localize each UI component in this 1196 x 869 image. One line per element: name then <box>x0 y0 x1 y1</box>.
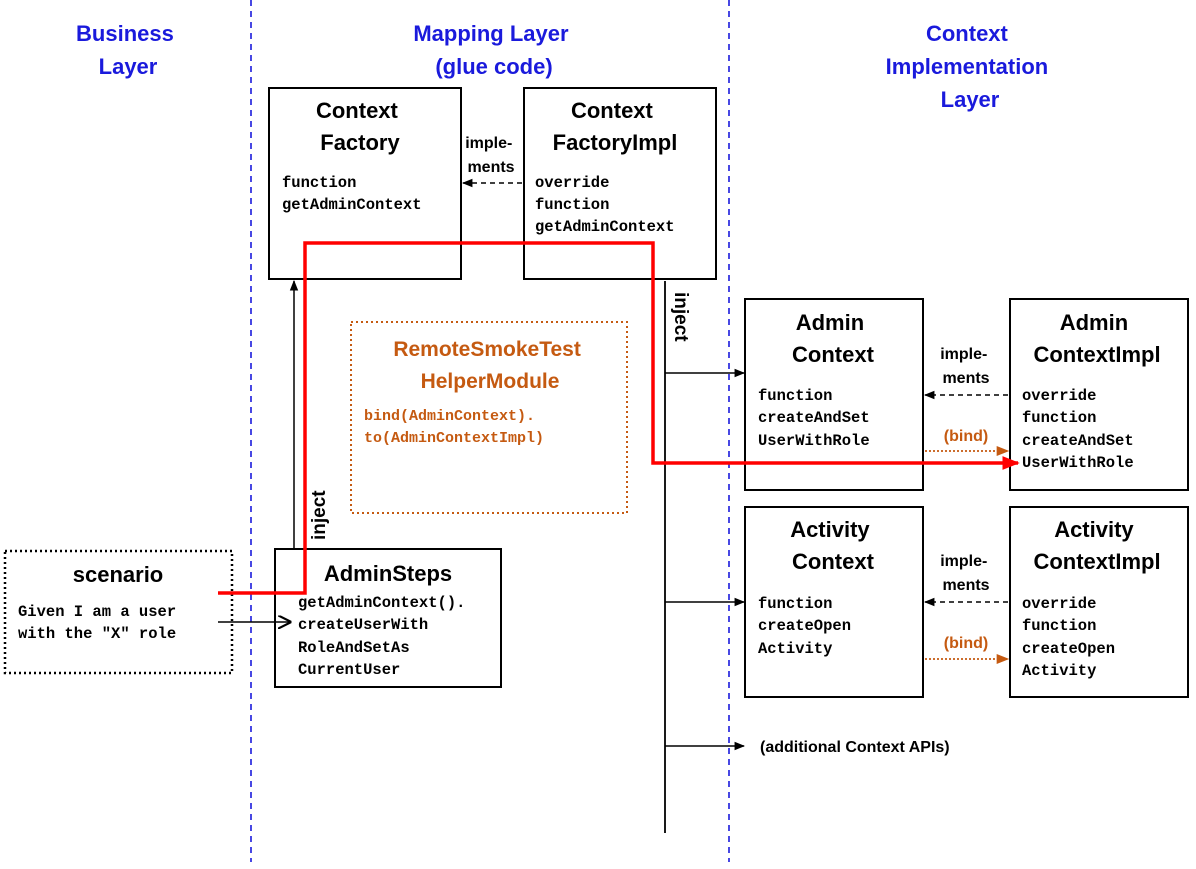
layer-title-mapping: Mapping Layer (glue code) <box>413 21 574 79</box>
remote-smoke-test-module-box: RemoteSmokeTest HelperModule bind(AdminC… <box>350 321 628 514</box>
context-factory-impl-box: Context FactoryImpl override function ge… <box>523 87 717 280</box>
remote-module-title: RemoteSmokeTest HelperModule <box>393 338 586 393</box>
additional-context-apis-label: (additional Context APIs) <box>760 739 950 756</box>
context-factory-box: Context Factory function getAdminContext <box>268 87 462 280</box>
scenario-title: scenario <box>73 562 164 587</box>
admin-steps-code: getAdminContext(). createUserWith RoleAn… <box>298 594 475 679</box>
bind-label-activity: (bind) <box>944 635 988 652</box>
admin-context-box: Admin Context function createAndSet User… <box>744 298 924 491</box>
admin-context-impl-code: override function createAndSet UserWithR… <box>1022 387 1143 472</box>
activity-context-impl-code: override function createOpen Activity <box>1022 595 1124 680</box>
activity-context-code: function createOpen Activity <box>758 595 860 658</box>
admin-steps-box: AdminSteps getAdminContext(). createUser… <box>274 548 502 688</box>
activity-context-title: Activity Context <box>790 517 876 574</box>
context-factory-impl-code: override function getAdminContext <box>535 174 675 236</box>
context-factory-code: function getAdminContext <box>282 174 422 214</box>
admin-context-impl-box: Admin ContextImpl override function crea… <box>1009 298 1189 491</box>
bind-label-admin: (bind) <box>944 428 988 445</box>
context-factory-impl-title: Context FactoryImpl <box>553 98 678 155</box>
admin-context-impl-title: Admin ContextImpl <box>1033 310 1160 367</box>
scenario-box: scenario Given I am a user with the "X" … <box>3 549 234 675</box>
activity-context-box: Activity Context function createOpen Act… <box>744 506 924 698</box>
inject-label-steps: inject <box>309 490 330 540</box>
admin-context-code: function createAndSet UserWithRole <box>758 387 879 450</box>
layer-title-implementation: Context Implementation Layer <box>886 21 1055 112</box>
layer-title-business: Business Layer <box>76 21 180 79</box>
activity-context-impl-title: Activity ContextImpl <box>1033 517 1160 574</box>
admin-context-title: Admin Context <box>792 310 875 367</box>
implements-label-activity: imple- ments <box>940 553 992 594</box>
scenario-code: Given I am a user with the "X" role <box>18 603 185 643</box>
implements-label-admin: imple- ments <box>940 346 992 387</box>
context-factory-title: Context Factory <box>316 98 404 155</box>
activity-context-impl-box: Activity ContextImpl override function c… <box>1009 506 1189 698</box>
implements-label-factory: imple- ments <box>465 135 517 176</box>
call-flow-path <box>218 241 1020 595</box>
remote-module-code: bind(AdminContext). to(AdminContextImpl) <box>364 408 544 447</box>
inject-label-trunk: inject <box>670 292 691 342</box>
admin-steps-title: AdminSteps <box>324 561 452 586</box>
